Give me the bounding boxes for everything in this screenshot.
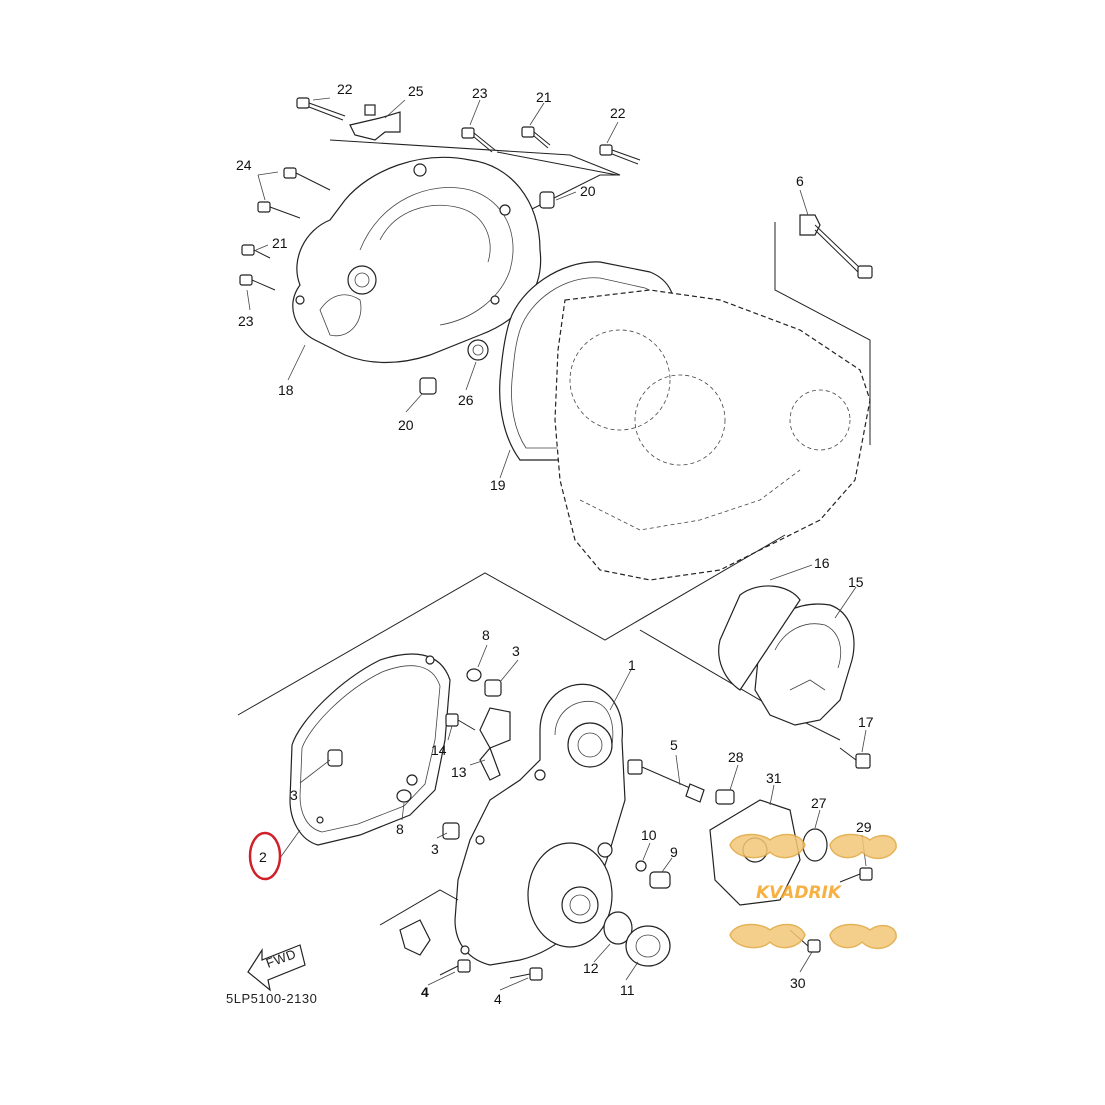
oring-27 xyxy=(802,828,828,862)
bracket-6 xyxy=(774,222,871,445)
callout-25: 25 xyxy=(408,83,424,99)
oring-8-bottom xyxy=(396,789,412,803)
dowel-28 xyxy=(715,789,735,805)
bolt-22-guide xyxy=(496,151,618,176)
callout-8b: 8 xyxy=(396,821,404,837)
kvadrik-watermark-logo: KVADRIK xyxy=(729,833,897,950)
bolt-22-right xyxy=(599,144,641,165)
callout-8a: 8 xyxy=(482,627,490,643)
callout-5: 5 xyxy=(670,737,678,753)
plug-11 xyxy=(625,925,671,967)
callout-17: 17 xyxy=(858,714,874,730)
dowel-3-left xyxy=(327,749,343,767)
callout-20a: 20 xyxy=(580,183,596,199)
dowel-20-bottom xyxy=(419,377,437,395)
callout-27: 27 xyxy=(811,795,827,811)
fwd-arrow: FWD xyxy=(247,944,306,992)
callout-22a: 22 xyxy=(337,81,353,97)
callout-21a: 21 xyxy=(536,89,552,105)
callout-12: 12 xyxy=(583,960,599,976)
callout-2: 2 xyxy=(259,849,267,865)
oring-10 xyxy=(635,860,647,872)
diagram-code: 5LP5100-2130 xyxy=(226,991,317,1006)
callout-30: 30 xyxy=(790,975,806,991)
bolts-24 xyxy=(257,167,331,219)
bolt-22-left xyxy=(296,97,346,121)
bolt-23-top xyxy=(461,127,496,153)
highlight-circle xyxy=(248,831,282,881)
crankcase-cover-1 xyxy=(454,683,626,966)
callout-20b: 20 xyxy=(398,417,414,433)
bolt-6 xyxy=(799,214,873,279)
callout-9: 9 xyxy=(670,844,678,860)
callout-11: 11 xyxy=(620,982,635,998)
watermark-brand: KVADRIK xyxy=(756,883,843,903)
bolt-29 xyxy=(839,867,873,883)
callout-23b: 23 xyxy=(238,313,254,329)
clutch-cover-18 xyxy=(292,156,542,364)
dowel-3-top xyxy=(484,679,502,697)
callout-29: 29 xyxy=(856,819,872,835)
bracket-13 xyxy=(479,707,511,781)
callout-26: 26 xyxy=(458,392,474,408)
bolt-17 xyxy=(839,747,871,769)
callout-14: 14 xyxy=(431,742,447,758)
callout-4b: 4 xyxy=(494,991,502,1007)
clamp-4 xyxy=(399,919,431,956)
callout-31: 31 xyxy=(766,770,782,786)
bolts-4 xyxy=(439,959,543,981)
callout-19: 19 xyxy=(490,477,506,493)
callout-3c: 3 xyxy=(431,841,439,857)
bracket-25 xyxy=(349,104,401,141)
callout-6: 6 xyxy=(796,173,804,189)
dowel-3-bottom xyxy=(442,822,460,840)
dowel-20-top xyxy=(539,191,555,209)
callout-24: 24 xyxy=(236,157,252,173)
bolt-5 xyxy=(627,759,705,803)
callout-23a: 23 xyxy=(472,85,488,101)
sprocket-bracket-line xyxy=(639,629,841,741)
plug-9 xyxy=(649,871,671,889)
callout-3a: 3 xyxy=(512,643,520,659)
callout-16: 16 xyxy=(814,555,830,571)
oring-8-top xyxy=(466,668,482,682)
callout-18: 18 xyxy=(278,382,294,398)
clip-16 xyxy=(718,585,801,691)
callout-21b: 21 xyxy=(272,235,288,251)
callout-15: 15 xyxy=(848,574,864,590)
bolt-4-bracket xyxy=(379,889,459,926)
lower-bracket-line xyxy=(237,534,786,716)
oring-12 xyxy=(603,911,633,945)
bolt-21-top xyxy=(521,126,551,149)
crankcase xyxy=(554,289,871,581)
gasket-2 xyxy=(289,653,451,846)
leader-lines xyxy=(246,97,867,991)
callout-13: 13 xyxy=(451,764,467,780)
bolt-14 xyxy=(445,713,476,731)
bolt-23-left xyxy=(239,274,276,291)
callout-4a: 4 xyxy=(421,984,429,1000)
callout-10: 10 xyxy=(641,827,657,843)
callout-labels: 22 25 23 21 22 24 21 23 18 20 26 20 19 6… xyxy=(236,81,874,1007)
oil-seal-26 xyxy=(467,339,489,361)
callout-22b: 22 xyxy=(610,105,626,121)
callout-28: 28 xyxy=(728,749,744,765)
callout-1: 1 xyxy=(628,657,636,673)
bolt-21-left xyxy=(241,244,271,259)
callout-3b: 3 xyxy=(290,787,298,803)
